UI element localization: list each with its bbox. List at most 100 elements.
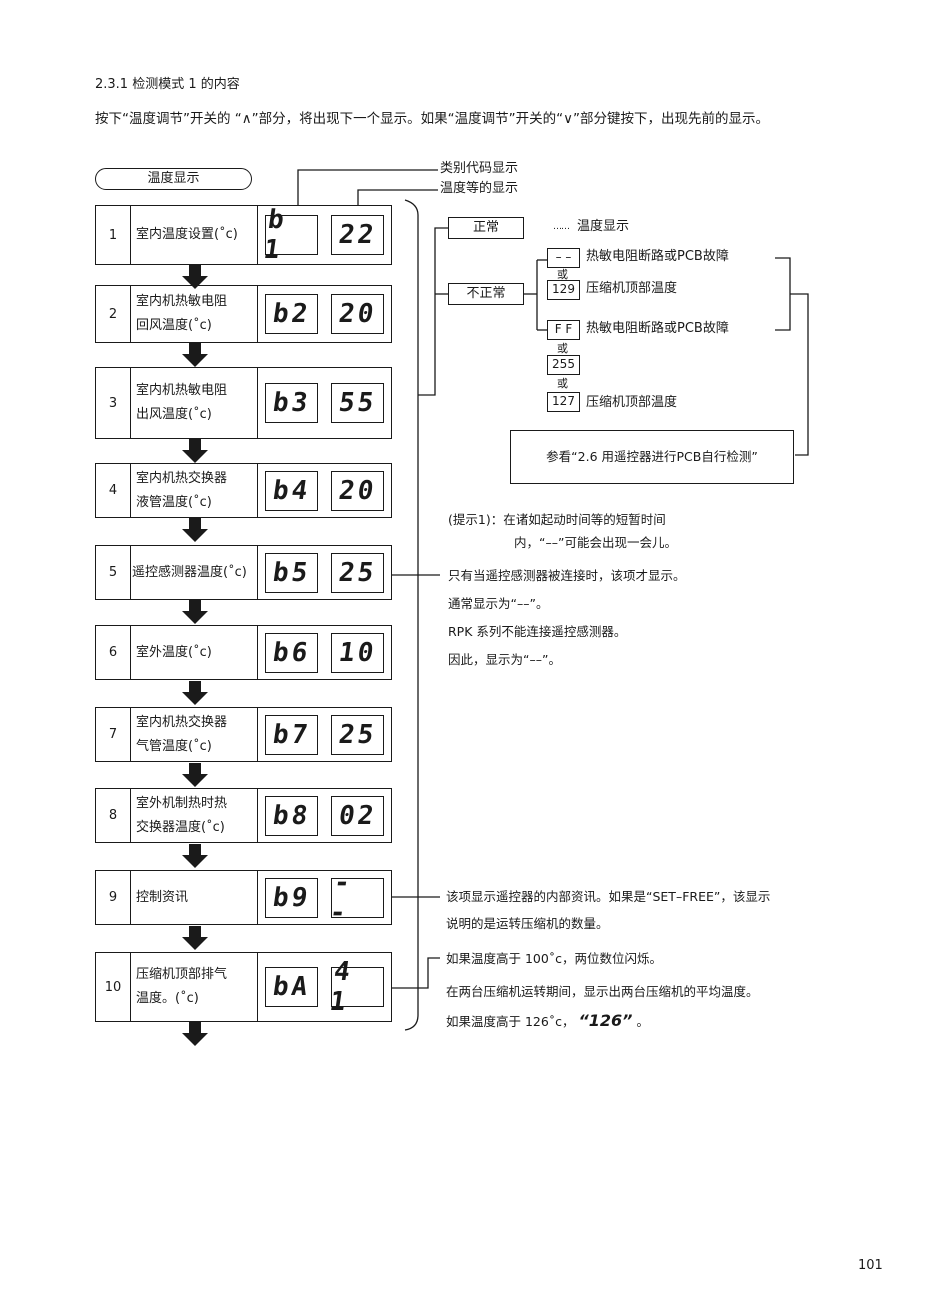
code-text: b6 — [270, 637, 313, 668]
compressor-note-text: 如果温度高于 126˚c， — [446, 1014, 575, 1029]
value-display: 10 — [331, 632, 384, 673]
row-label-line1: 室内机热敏电阻 — [136, 383, 228, 398]
category-code-display: b3 — [265, 383, 318, 423]
control-note: 说明的是运转压缩机的数量。 — [446, 916, 609, 931]
value-display: 20 — [331, 470, 384, 511]
row-number: 8 — [96, 789, 131, 842]
row-label-line1: 遥控感测器温度(˚c) — [132, 564, 247, 580]
row-label: 室外温度(˚c) — [136, 626, 251, 679]
mode-row-4: 4 室内机热交换器液管温度(˚c) b4 20 — [95, 463, 392, 518]
reference-box: 参看“2.6 用遥控器进行PCB自行检测” — [510, 430, 794, 484]
compressor-note-value: “126” — [578, 1011, 633, 1030]
value-display: 25 — [331, 552, 384, 593]
code-text: bA — [270, 972, 313, 1002]
row-label-line2: 交换器温度(˚c) — [136, 819, 225, 835]
row-number: 1 — [96, 206, 131, 264]
row-label-line2: 回风温度(˚c) — [136, 318, 212, 333]
compressor-note: 如果温度高于 100˚c，两位数位闪烁。 — [446, 951, 662, 966]
compressor-note-end: 。 — [636, 1014, 649, 1029]
mode-row-7: 7 室内机热交换器气管温度(˚c) b7 25 — [95, 707, 392, 762]
mode-row-10: 10 压缩机顶部排气温度。(˚c) bA 4 1 — [95, 952, 392, 1022]
value-display: 20 — [331, 294, 384, 334]
code-box-255: 255 — [547, 355, 580, 375]
row-label: 室内机热敏电阻回风温度(˚c) — [136, 286, 251, 342]
down-arrow-icon — [182, 763, 208, 787]
callout-category-code: 类别代码显示 — [440, 161, 519, 176]
remote-note: 因此，显示为“––”。 — [448, 652, 561, 667]
value-display: 02 — [331, 795, 384, 836]
code-text: b2 — [270, 299, 313, 329]
code-box-127: 127 — [547, 392, 580, 412]
code-text: b 1 — [261, 205, 289, 265]
row-number: 7 — [96, 708, 131, 761]
category-code-display: bA — [265, 967, 318, 1007]
remote-note: 只有当遥控感测器被连接时，该项才显示。 — [448, 568, 686, 583]
row-label: 室内机热交换器气管温度(˚c) — [136, 708, 251, 761]
value-text: 25 — [336, 557, 379, 588]
mode-row-8: 8 室外机制热时热交换器温度(˚c) b8 02 — [95, 788, 392, 843]
value-text: - - — [327, 867, 355, 928]
value-text: 25 — [336, 719, 379, 750]
row-label-line1: 室内机热交换器 — [136, 714, 228, 730]
mode-row-3: 3 室内机热敏电阻出风温度(˚c) b3 55 — [95, 367, 392, 439]
row-label-line2: 液管温度(˚c) — [136, 494, 212, 510]
compressor-top-text: 压缩机顶部温度 — [586, 395, 678, 410]
section-heading: 2.3.1 检测模式 1 的内容 — [95, 77, 240, 92]
hint-line-1: (提示1)：在诸如起动时间等的短暂时间 — [448, 512, 666, 527]
value-text: 10 — [336, 637, 379, 668]
compressor-top-text: 压缩机顶部温度 — [586, 281, 678, 296]
compressor-note: 如果温度高于 126˚c， “126” 。 — [446, 1008, 649, 1035]
value-display: - - — [328, 868, 384, 928]
code-text: b8 — [270, 800, 313, 831]
category-code-display: b4 — [265, 470, 318, 511]
row-label: 室内温度设置(˚c) — [136, 206, 251, 264]
code-text: b9 — [270, 882, 313, 913]
mode-row-9: 9 控制资讯 b9 - - — [95, 868, 392, 928]
code-text: b3 — [270, 388, 313, 418]
mode-row-5: 5 遥控感测器温度(˚c) b5 25 — [95, 545, 392, 600]
row-label: 室外机制热时热交换器温度(˚c) — [136, 789, 251, 842]
category-code-display: b2 — [265, 294, 318, 334]
row-number: 2 — [96, 286, 131, 342]
dotted-leader: …… — [553, 222, 570, 232]
value-text: 20 — [336, 299, 379, 329]
row-label-line2: 气管温度(˚c) — [136, 738, 212, 754]
or-label: 或 — [557, 342, 568, 355]
value-text: 02 — [336, 800, 379, 831]
down-arrow-icon — [182, 343, 208, 367]
down-arrow-icon — [182, 439, 208, 463]
down-arrow-icon — [182, 844, 208, 868]
or-label: 或 — [557, 268, 568, 281]
row-label-line1: 控制资讯 — [136, 889, 189, 905]
row-label-line1: 室内温度设置(˚c) — [136, 227, 238, 242]
mode-row-6: 6 室外温度(˚c) b6 10 — [95, 625, 392, 680]
value-display: 22 — [331, 215, 384, 255]
remote-note: RPK 系列不能连接遥控感测器。 — [448, 624, 627, 639]
intro-paragraph: 按下“温度调节”开关的 “∧”部分，将出现下一个显示。如果“温度调节”开关的“∨… — [95, 111, 770, 127]
category-code-display: b6 — [265, 632, 318, 673]
down-arrow-icon — [182, 926, 208, 950]
value-display: 55 — [331, 383, 384, 423]
row-number: 10 — [96, 953, 131, 1021]
category-code-display: b5 — [265, 552, 318, 593]
page-number: 101 — [858, 1258, 883, 1273]
normal-description: 温度显示 — [577, 219, 630, 234]
down-arrow-icon — [182, 681, 208, 705]
row-number: 4 — [96, 464, 131, 517]
row-label: 室内机热交换器液管温度(˚c) — [136, 464, 251, 517]
down-arrow-icon — [182, 600, 208, 624]
row-number: 9 — [96, 871, 131, 924]
code-box-129: 129 — [547, 280, 580, 300]
code-box-dashes: – – — [547, 248, 580, 268]
down-arrow-icon — [182, 518, 208, 542]
value-text: 20 — [336, 475, 379, 506]
row-number: 5 — [96, 546, 131, 599]
row-label-line1: 室内机热交换器 — [136, 470, 228, 486]
code-text: b5 — [270, 557, 313, 588]
status-normal-box: 正常 — [448, 217, 524, 239]
row-label-line1: 压缩机顶部排气 — [136, 967, 228, 982]
code-box-ff: F F — [547, 320, 580, 340]
row-label: 遥控感测器温度(˚c) — [132, 546, 251, 599]
row-number: 6 — [96, 626, 131, 679]
value-display: 4 1 — [328, 957, 384, 1017]
